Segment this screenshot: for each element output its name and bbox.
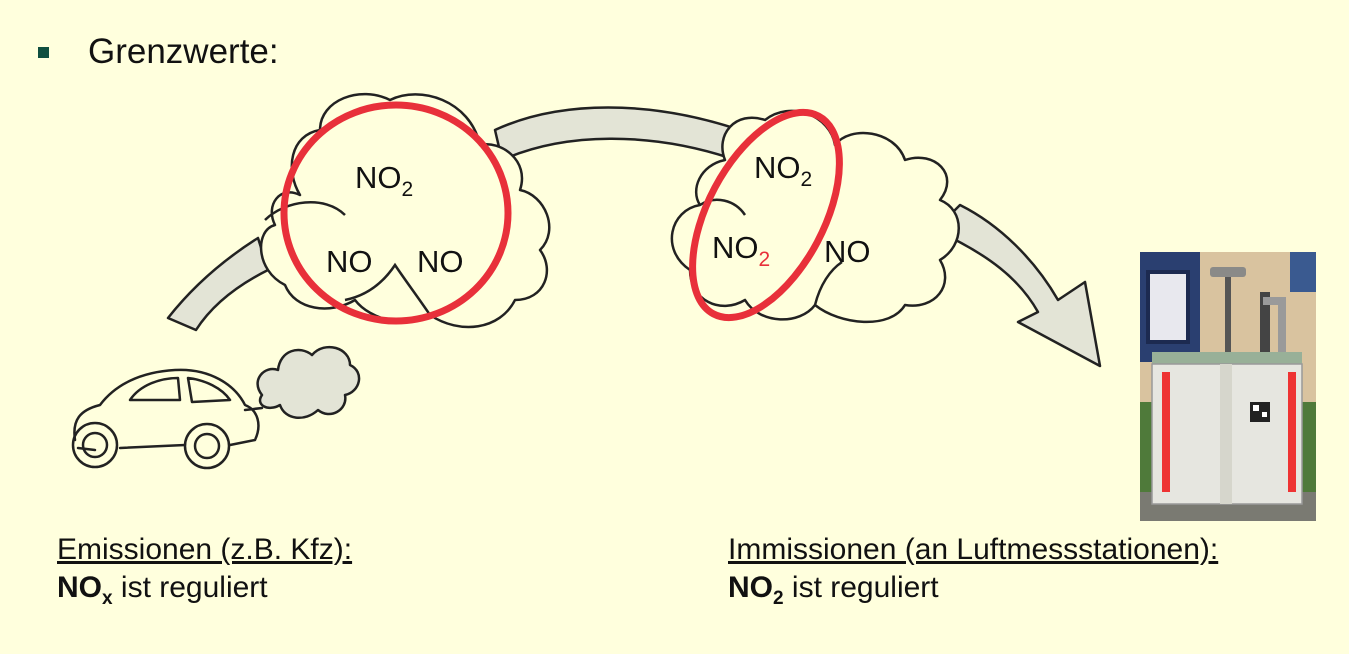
car-illustration [73,370,262,468]
emissions-regulation: NOx ist reguliert [57,571,268,604]
air-measuring-station-photo [1140,252,1316,521]
left-cloud-no-label-1: NO [326,244,373,279]
immissions-regulation: NO2 ist reguliert [728,571,939,604]
emissions-title: Emissionen (z.B. Kfz): [57,531,352,569]
middle-arc-arrow-shape [495,108,740,161]
exhaust-cloud-shape [258,347,359,418]
right-cloud-no-label: NO [824,234,871,269]
immissions-caption: Immissionen (an Luftmessstationen): NO2 … [728,531,1218,610]
emissions-caption: Emissionen (z.B. Kfz): NOx ist reguliert [57,531,352,610]
left-cloud-no-label-2: NO [417,244,464,279]
left-arrow-shape [168,238,268,330]
immissions-title: Immissionen (an Luftmessstationen): [728,531,1218,569]
